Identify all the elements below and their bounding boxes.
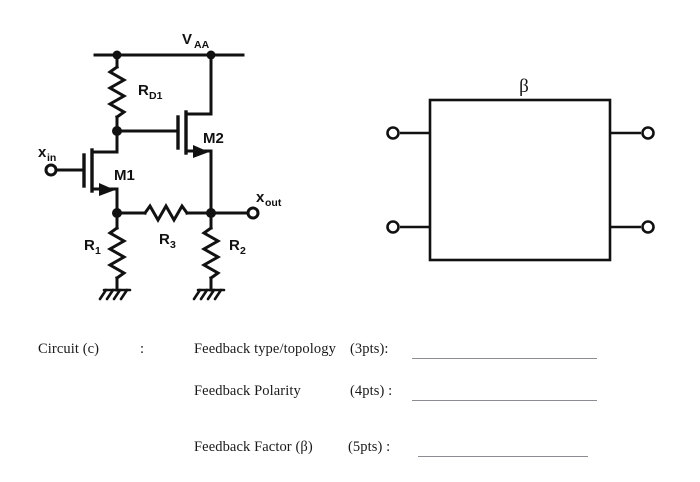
worksheet-circuit-label: Circuit (c) <box>38 341 100 357</box>
label-xin-subscript: in <box>47 152 56 164</box>
label-rd1-subscript: D1 <box>149 90 163 102</box>
label-r3-subscript: 3 <box>170 239 176 251</box>
r2-zigzag <box>200 225 222 281</box>
question-points-feedback-type: (3pts): <box>350 341 389 357</box>
m1-source-arrow <box>99 183 115 196</box>
question-prompt-feedback-polarity: Feedback Polarity <box>194 383 301 399</box>
worksheet-circuit-colon: : <box>140 341 145 357</box>
supply-label-subscript: AA <box>194 39 210 51</box>
ground-symbol-r2 <box>192 288 226 301</box>
input-terminal-xin[interactable] <box>44 163 58 177</box>
answer-blank-feedback-factor[interactable] <box>418 456 588 458</box>
label-m2: M2 <box>203 130 224 147</box>
supply-label: V <box>182 31 192 48</box>
m2-source-arrow <box>193 145 209 158</box>
label-r1: R <box>84 237 95 254</box>
ground-symbol-r1 <box>98 288 132 301</box>
label-r3: R <box>159 231 170 248</box>
label-xout-subscript: out <box>265 197 282 209</box>
beta-port-right-bottom-terminal[interactable] <box>641 220 655 234</box>
answer-blank-feedback-type[interactable] <box>412 358 597 360</box>
r1-zigzag <box>106 225 128 281</box>
label-rd1: R <box>138 82 149 99</box>
label-r2-subscript: 2 <box>240 245 246 257</box>
question-prompt-feedback-type: Feedback type/topology <box>194 341 336 357</box>
answer-blank-feedback-polarity[interactable] <box>412 400 597 402</box>
beta-port-left-top-terminal[interactable] <box>386 126 400 140</box>
r3-zigzag <box>142 202 190 224</box>
worksheet-block: Circuit (c) : Feedback type/topology (3p… <box>0 326 700 482</box>
label-xout: x <box>256 189 265 206</box>
beta-port-left-bottom-terminal[interactable] <box>386 220 400 234</box>
beta-block-group: β <box>386 76 655 262</box>
question-points-feedback-factor: (5pts) : <box>348 439 391 455</box>
label-xin: x <box>38 144 47 161</box>
question-prompt-feedback-factor: Feedback Factor (β) <box>194 439 313 455</box>
label-m1: M1 <box>114 167 135 184</box>
beta-port-right-top-terminal[interactable] <box>641 126 655 140</box>
label-r2: R <box>229 237 240 254</box>
output-terminal-xout[interactable] <box>246 206 260 220</box>
question-points-feedback-polarity: (4pts) : <box>350 383 393 399</box>
rd1-zigzag <box>106 64 128 120</box>
beta-block-label: β <box>519 76 529 97</box>
beta-block-body[interactable] <box>428 98 612 262</box>
label-r1-subscript: 1 <box>95 245 101 257</box>
